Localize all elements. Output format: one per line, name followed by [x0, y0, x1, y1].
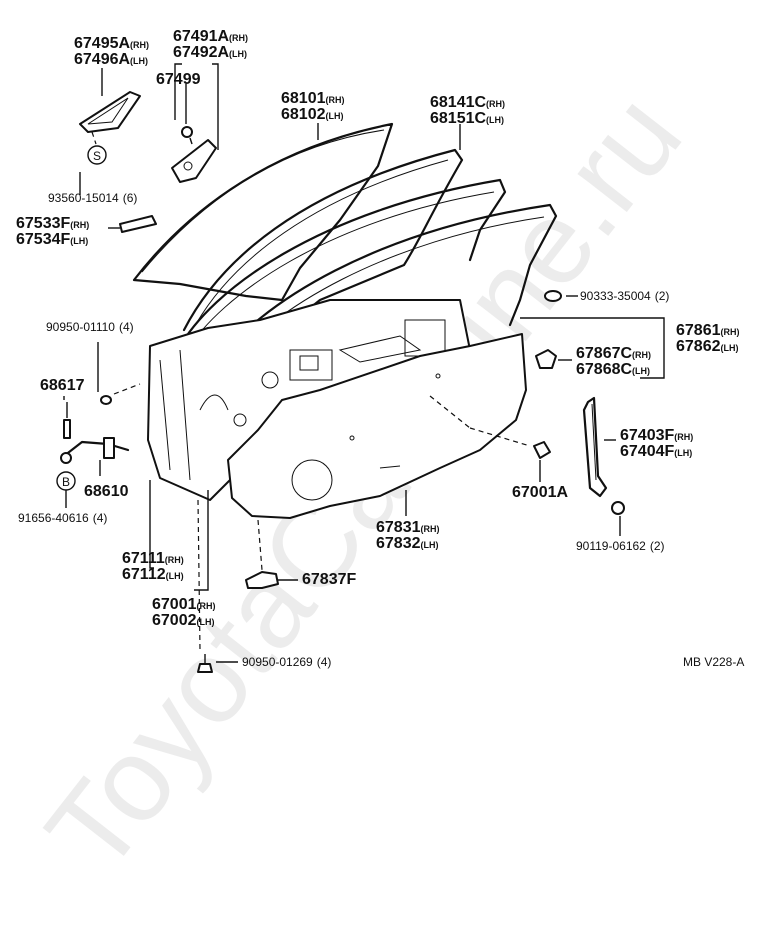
- label-68617: 68617: [40, 377, 85, 394]
- label-68610: 68610: [84, 483, 129, 500]
- label-67002: 67002(LH): [152, 612, 215, 629]
- label-67403F: 67403F(RH): [620, 427, 693, 444]
- label-67496A: 67496A(LH): [74, 51, 148, 68]
- corner-cover-part: [79, 91, 141, 133]
- label-67495A: 67495A(RH): [74, 35, 149, 52]
- label-90119-06162: 90119-06162(2): [576, 539, 665, 553]
- door-frame-outer: [176, 178, 507, 352]
- door-trim-board: [227, 333, 527, 519]
- clip-67499-part: [181, 126, 193, 138]
- label-67867C: 67867C(RH): [576, 345, 651, 362]
- label-67831: 67831(RH): [376, 519, 440, 536]
- s-symbol: [87, 145, 107, 165]
- label-67534F: 67534F(LH): [16, 231, 88, 248]
- label-68101: 68101(RH): [281, 90, 345, 107]
- grommet-part: [544, 290, 562, 302]
- label-67861: 67861(RH): [676, 322, 740, 339]
- bolt-90119-part: [611, 501, 625, 515]
- mirror-seal-part: [171, 139, 217, 183]
- clip-67001a-part: [533, 441, 551, 459]
- screw-90950-01269-part: [197, 663, 213, 673]
- clip-67837f-part: [245, 571, 279, 589]
- bumper-part: [535, 349, 557, 369]
- drawing-parts: S: [56, 91, 625, 673]
- label-67112: 67112(LH): [122, 566, 184, 583]
- label-68151C: 68151C(LH): [430, 110, 504, 127]
- label-67499: 67499: [156, 71, 201, 88]
- part-labels: 67495A(RH) 67496A(LH) 67491A(RH) 67492A(…: [16, 28, 744, 669]
- label-67837F: 67837F: [302, 571, 356, 588]
- label-90950-01269: 90950-01269(4): [242, 655, 331, 669]
- label-67832: 67832(LH): [376, 535, 439, 552]
- label-67001: 67001(RH): [152, 596, 216, 613]
- drawing-code: MB V228-A: [683, 655, 744, 669]
- label-67001A: 67001A: [512, 484, 568, 501]
- weatherstrip-67533f-part: [119, 215, 157, 233]
- label-67404F: 67404F(LH): [620, 443, 692, 460]
- label-91656-40616: 91656-40616(4): [18, 511, 107, 525]
- label-67491A: 67491A(RH): [173, 28, 248, 45]
- bolt-68617-part: [63, 419, 71, 439]
- leader-lines: [63, 63, 665, 663]
- label-67492A: 67492A(LH): [173, 44, 247, 61]
- label-90333-35004: 90333-35004(2): [580, 289, 669, 303]
- b-symbol-label: B: [62, 475, 70, 489]
- s-symbol-label: S: [93, 149, 101, 163]
- door-glass-part: [132, 122, 394, 302]
- label-68102: 68102(LH): [281, 106, 344, 123]
- label-90950-01110: 90950-01110(4): [46, 320, 134, 334]
- door-check-part: [62, 440, 130, 458]
- label-68141C: 68141C(RH): [430, 94, 505, 111]
- label-67862: 67862(LH): [676, 338, 739, 355]
- label-67533F: 67533F(RH): [16, 215, 89, 232]
- label-67111: 67111(RH): [122, 550, 184, 567]
- label-93560-15014: 93560-15014(6): [48, 191, 137, 205]
- clip-90950-01110-part: [100, 395, 112, 405]
- label-67868C: 67868C(LH): [576, 361, 650, 378]
- division-bar-part: [582, 396, 608, 498]
- glass-run-part: [182, 148, 464, 342]
